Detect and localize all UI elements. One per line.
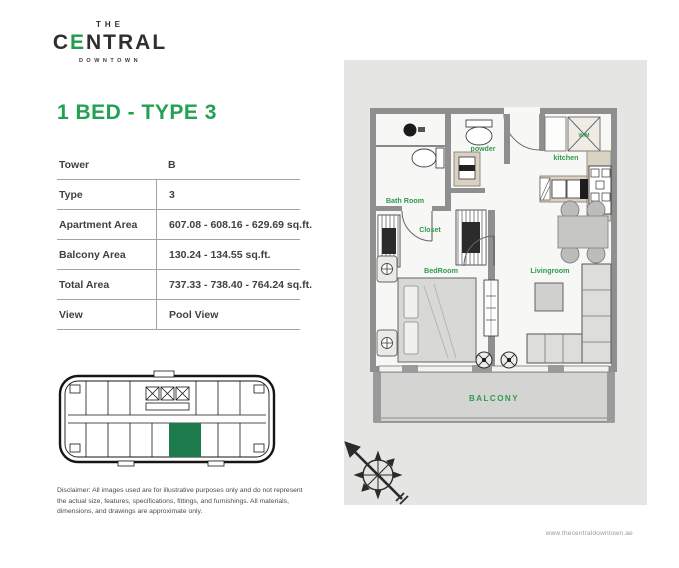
brand-logo: THE CENTRAL DOWNTOWN [52,20,168,64]
sliding-door [483,279,499,337]
toilet-icon [411,148,437,168]
row-value: 3 [156,180,300,209]
row-value: 607.08 - 608.16 - 629.69 sq.ft. [156,210,312,239]
glass-facade [378,365,610,373]
row-value: B [168,158,176,171]
interior-walls [376,114,545,366]
closet-wardrobes [377,209,487,268]
bathroom-fixtures [376,123,445,242]
row-label: Type [59,188,83,201]
row-label: Balcony Area [59,248,126,261]
living-room-furniture [526,200,612,364]
disclaimer-text: Disclaimer: All images used are for illu… [57,487,303,516]
kitchen-fixtures [539,116,612,222]
row-label: View [59,308,83,321]
logo-letters: NTRAL [86,31,168,54]
logo-green-e: E [70,31,87,54]
keyplan-core [69,370,265,467]
facade-roundels [475,351,518,369]
page-title: 1 BED - TYPE 3 [57,101,217,124]
floor-plan: Bath Room powder kitchen W/M Closet BedR… [344,107,617,505]
washing-machine-label: W/M [578,133,590,139]
sofa-icon [526,263,612,364]
unit-spec-table: Tower B Type 3 Apartment Area 607.08 - 6… [57,150,312,330]
website-url: www.thecentraldowntown.ae [545,530,633,537]
kitchen-sink-icon [551,179,567,199]
logo-line-central: CENTRAL [52,31,168,55]
powder-label: powder [471,146,496,153]
row-label: Tower [59,158,90,171]
bathroom-label: Bath Room [386,196,424,205]
row-label: Apartment Area [59,218,138,231]
logo-line-the: THE [96,20,124,29]
table-row-balcony-area: Balcony Area 130.24 - 134.55 sq.ft. [57,240,300,270]
table-row-total-area: Total Area 737.33 - 738.40 - 764.24 sq.f… [57,270,312,300]
keyplan-highlighted-unit [169,423,201,457]
row-value: 737.33 - 738.40 - 764.24 sq.ft. [156,270,312,299]
table-row-tower: Tower B [57,150,300,180]
balcony-area [373,371,615,423]
building-key-plan [58,370,276,467]
closet-label: Closet [419,227,441,234]
compass-rose-icon [344,441,409,505]
dining-set-icon [557,200,609,264]
powder-room-fixtures [453,119,493,187]
balcony-label: BALCONY [469,394,519,403]
row-value: Pool View [156,300,300,329]
table-row-type: Type 3 [57,180,300,210]
logo-line-downtown: DOWNTOWN [78,58,142,64]
table-row-apartment-area: Apartment Area 607.08 - 608.16 - 629.69 … [57,210,312,240]
sink-icon [403,123,417,137]
toilet-icon [465,126,493,146]
row-label: Total Area [59,278,110,291]
bedroom-label: BedRoom [424,266,458,275]
livingroom-label: Livingroom [530,266,569,275]
row-value: 130.24 - 134.55 sq.ft. [156,240,300,269]
side-table-icon [534,282,564,312]
logo-letter: C [52,31,70,54]
floorplan-panel: Bath Room powder kitchen W/M Closet BedR… [344,60,647,505]
bedroom-fixtures [376,255,477,363]
table-row-view: View Pool View [57,300,300,330]
kitchen-label: kitchen [553,153,578,162]
